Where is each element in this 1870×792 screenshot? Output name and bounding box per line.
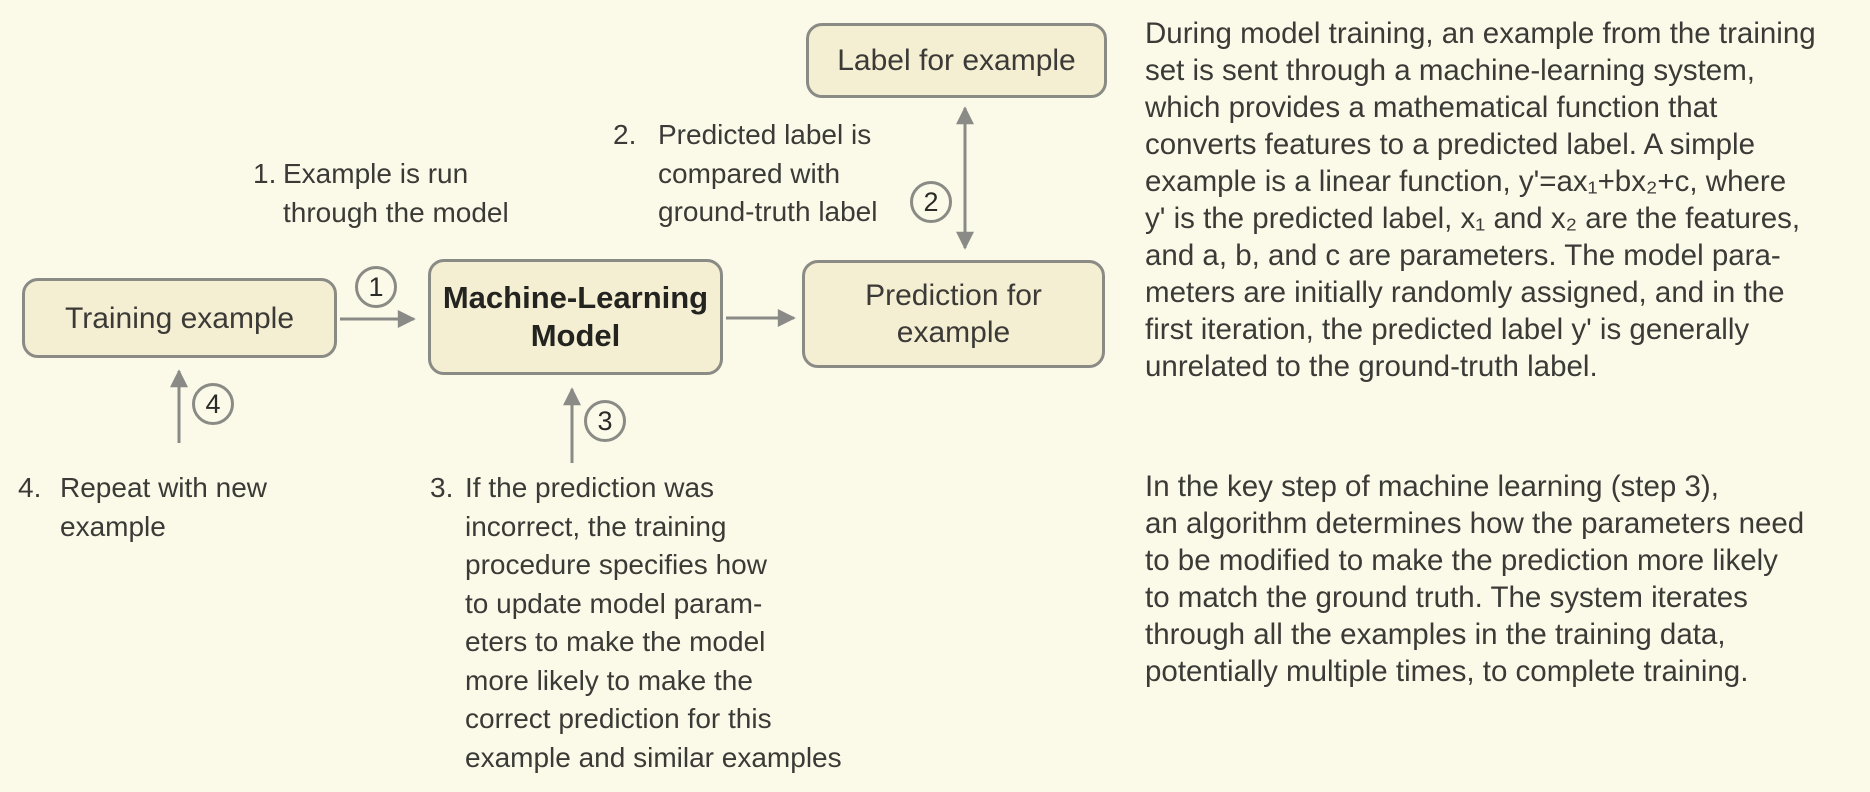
ground-truth-label-box: Label for example [806, 23, 1107, 98]
step-1-caption: 1. Example is run through the model [253, 155, 509, 232]
step-3-caption: 3. If the prediction was incorrect, the … [430, 469, 842, 777]
step-2-badge-number: 2 [923, 186, 939, 217]
step-1-number: 1. [253, 158, 277, 189]
step-3-badge: 3 [584, 400, 626, 442]
step-3-number: 3. [430, 472, 454, 503]
step-2-number: 2. [613, 119, 637, 150]
ml-model-label: Machine-Learning Model [442, 280, 709, 353]
step-4-badge-number: 4 [205, 388, 221, 419]
step-3-badge-number: 3 [597, 405, 613, 436]
step-1-badge: 1 [355, 266, 397, 308]
step-4-badge: 4 [192, 383, 234, 425]
explanation-paragraph-1: During model training, an example from t… [1145, 17, 1816, 383]
step-1-text: Example is run through the model [283, 158, 509, 228]
ml-model-box: Machine-Learning Model [428, 259, 723, 375]
step-2-text: Predicted label is compared with ground-… [658, 119, 878, 227]
step-2-badge: 2 [910, 181, 952, 223]
prediction-label: Prediction for example [865, 279, 1042, 349]
prediction-box: Prediction for example [802, 260, 1105, 368]
step-4-caption: 4. Repeat with new example [18, 469, 267, 546]
step-4-number: 4. [18, 472, 42, 503]
ground-truth-label: Label for example [837, 44, 1076, 77]
explanation-paragraph-2: In the key step of machine learning (ste… [1145, 470, 1805, 688]
step-3-text: If the prediction was incorrect, the tra… [465, 472, 842, 773]
training-example-label: Training example [65, 301, 294, 335]
step-4-text: Repeat with new example [60, 472, 268, 542]
training-example-box: Training example [22, 278, 337, 358]
step-1-badge-number: 1 [368, 271, 384, 302]
step-2-caption: 2. Predicted label is compared with grou… [613, 116, 877, 232]
